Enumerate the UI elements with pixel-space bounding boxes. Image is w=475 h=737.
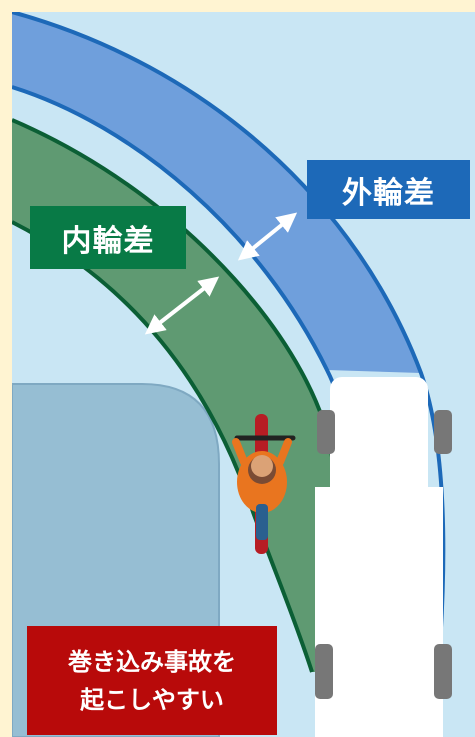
warning-text-line-1: 巻き込み事故を bbox=[68, 647, 236, 676]
turning-vehicle-scene: 外輪差 内輪差 巻き込み事故を 起こしやすい bbox=[12, 12, 475, 737]
warning-text-line-2: 起こしやすい bbox=[80, 685, 224, 714]
outer-wheel-difference-label: 外輪差 bbox=[307, 160, 470, 219]
accident-warning-label: 巻き込み事故を 起こしやすい bbox=[27, 626, 277, 735]
outer-difference-double-arrow-icon bbox=[237, 212, 298, 261]
truck-top-view-icon bbox=[315, 377, 452, 737]
cyclist-icon bbox=[232, 414, 296, 554]
inner-wheel-difference-label: 内輪差 bbox=[30, 206, 186, 269]
outer-wheel-area bbox=[12, 12, 421, 373]
outer-front-track-line bbox=[12, 12, 446, 673]
inner-difference-double-arrow-icon bbox=[144, 276, 220, 335]
